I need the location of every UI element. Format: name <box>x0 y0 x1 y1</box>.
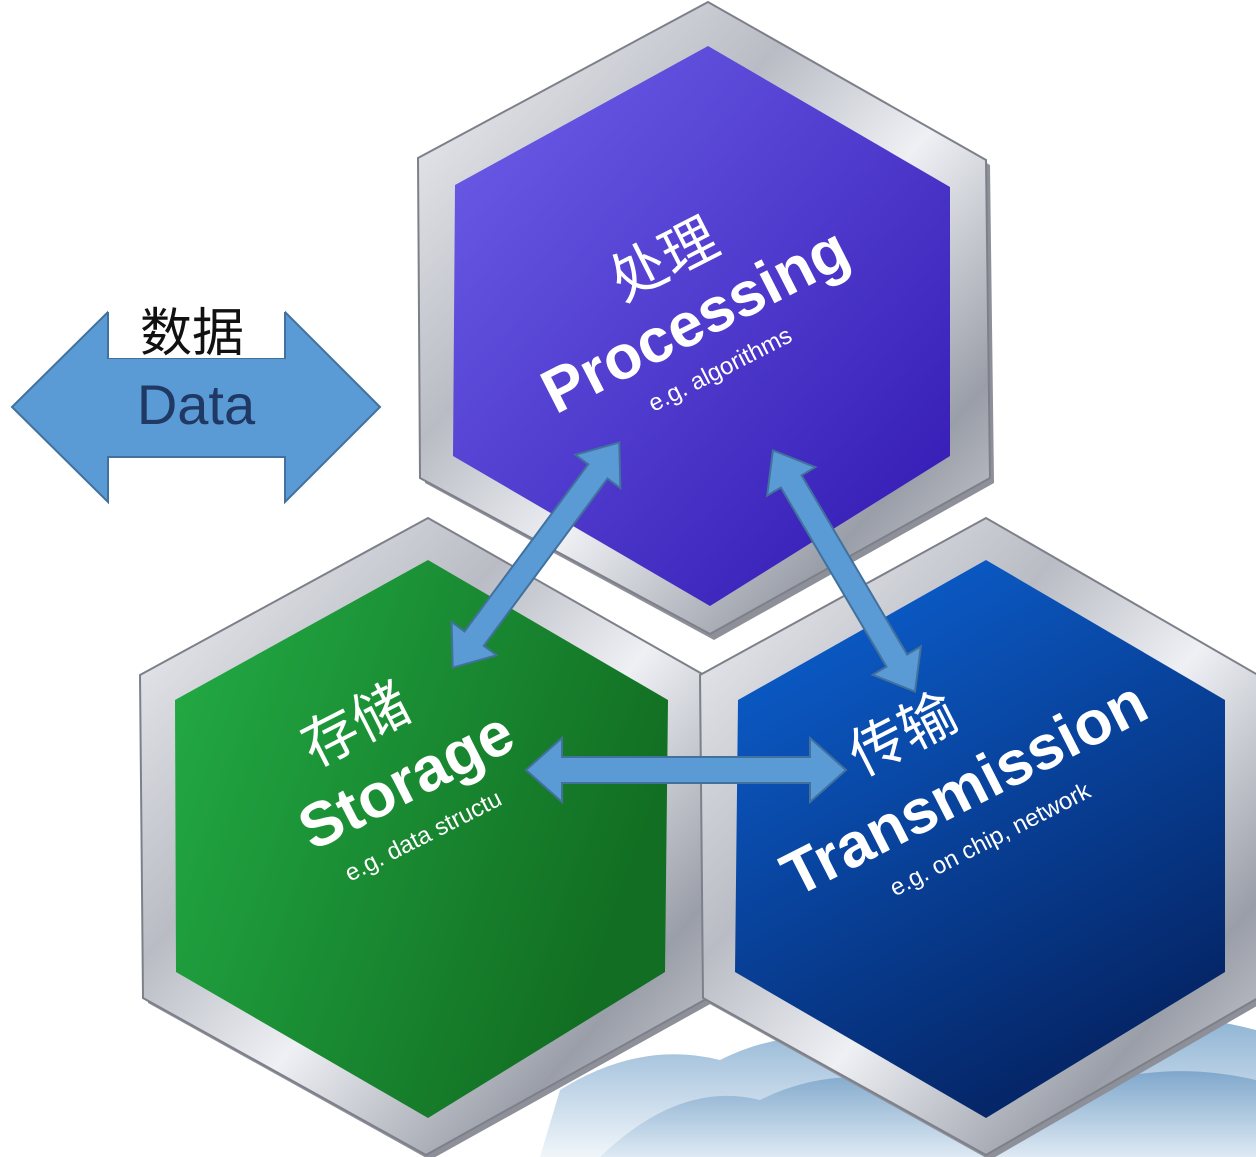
data-label-en: Data <box>137 373 256 436</box>
arrow-processing-storage <box>450 441 622 669</box>
hexagon-processing <box>416 0 994 640</box>
arrow-processing-transmission <box>765 448 923 694</box>
data-double-arrow: 数据 Data <box>10 296 382 505</box>
hexagon-transmission <box>698 516 1256 1157</box>
arrow-storage-transmission <box>524 735 848 805</box>
data-label-zh: 数据 <box>140 304 244 364</box>
